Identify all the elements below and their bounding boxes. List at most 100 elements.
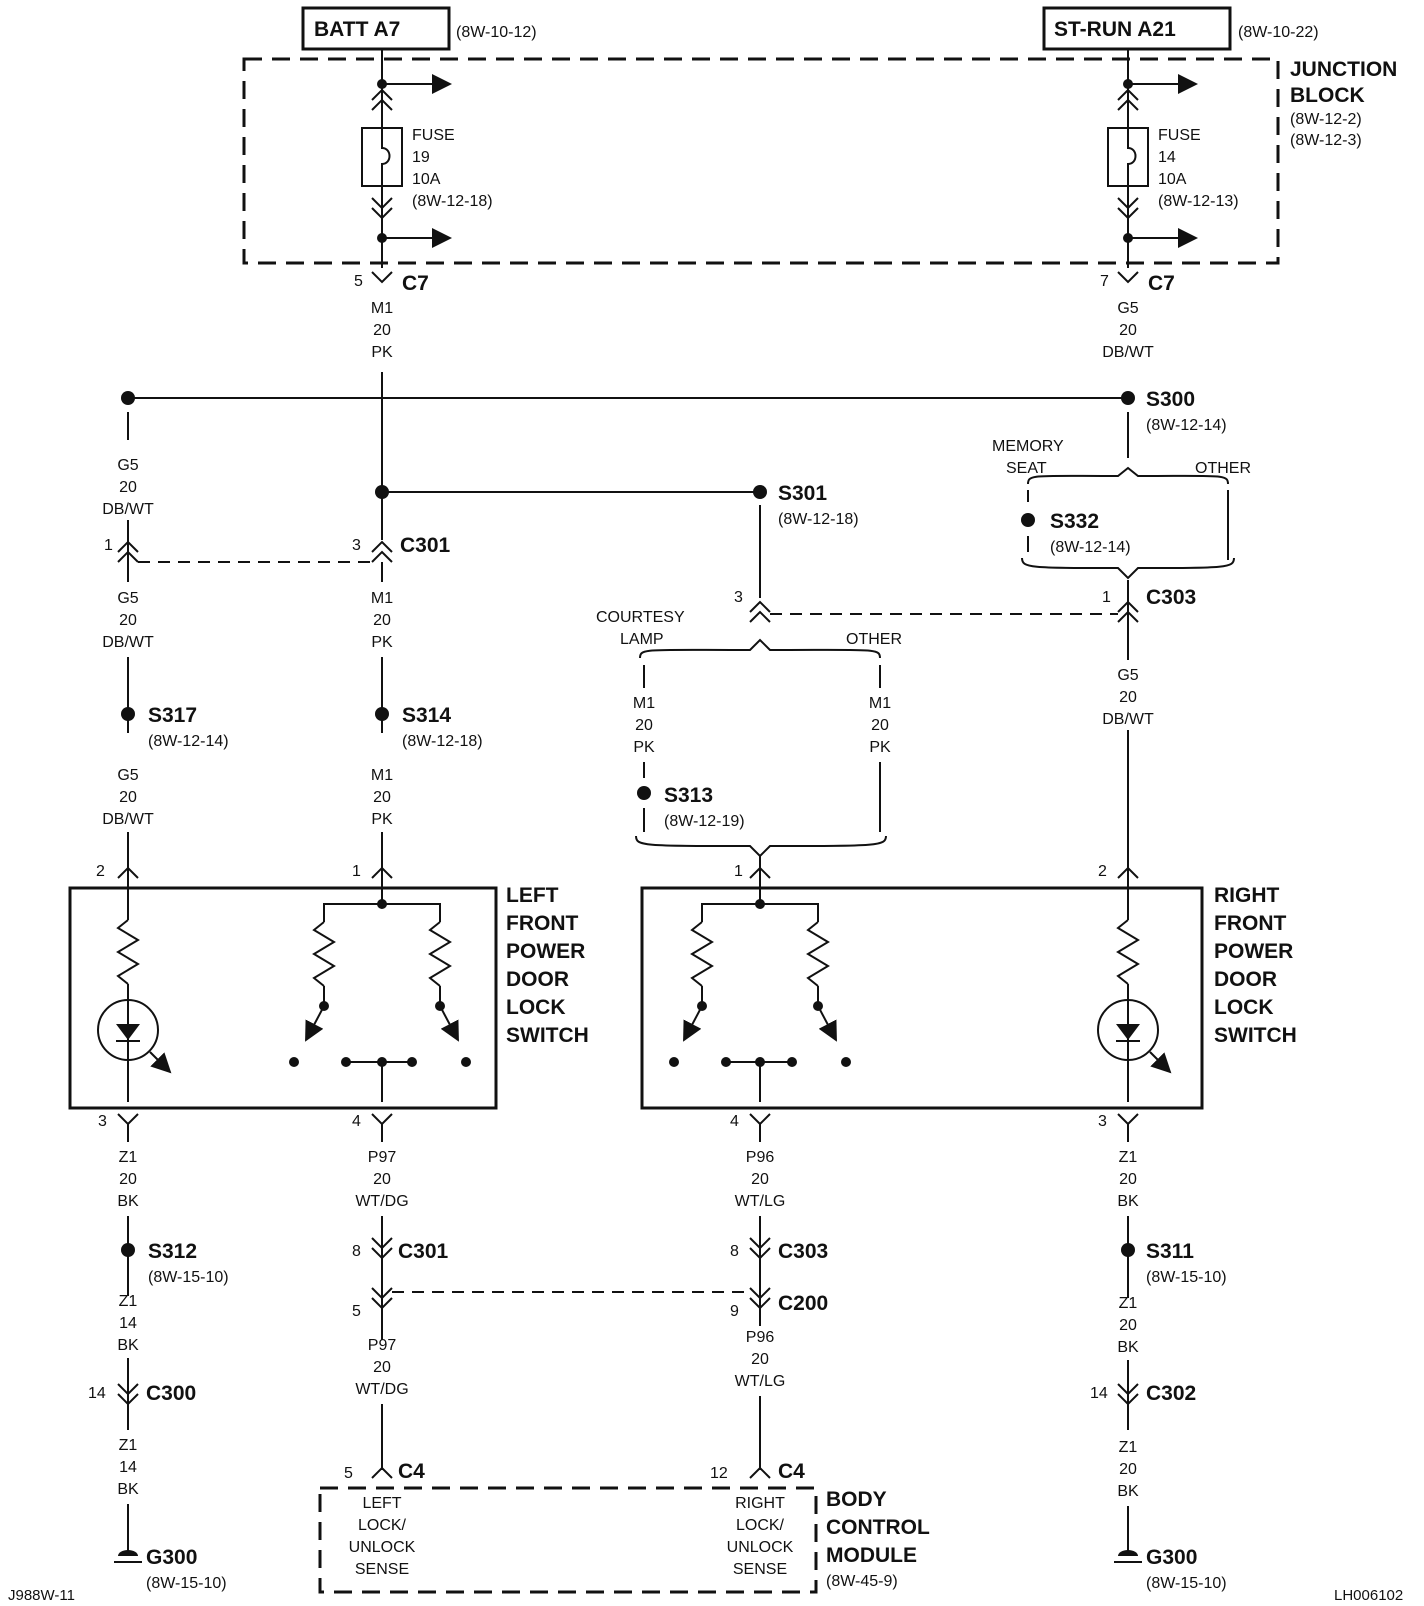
svg-text:POWER: POWER xyxy=(1214,940,1293,963)
svg-text:20: 20 xyxy=(119,789,137,806)
svg-text:G5: G5 xyxy=(117,590,138,607)
s301-name: S301 xyxy=(778,482,827,505)
svg-text:20: 20 xyxy=(373,1359,391,1376)
s311-name: S311 xyxy=(1146,1240,1194,1263)
s317-name: S317 xyxy=(148,704,197,727)
s313-ref: (8W-12-19) xyxy=(664,813,745,830)
s301-dot xyxy=(753,485,767,499)
svg-text:PK: PK xyxy=(633,739,655,756)
other-right-label: OTHER xyxy=(1195,460,1251,477)
c7-left-name: C7 xyxy=(402,272,429,295)
junction-block-title: JUNCTION xyxy=(1290,58,1397,81)
fuse-19-label: FUSE xyxy=(412,127,455,144)
svg-text:BK: BK xyxy=(117,1193,139,1210)
lf-pin-3: 3 xyxy=(98,1113,107,1130)
svg-text:20: 20 xyxy=(1119,1171,1137,1188)
svg-text:20: 20 xyxy=(119,479,137,496)
svg-text:Z1: Z1 xyxy=(119,1293,138,1310)
s311-dot xyxy=(1121,1243,1135,1257)
memory-seat-label-1: MEMORY xyxy=(992,438,1064,455)
g300-right-name: G300 xyxy=(1146,1546,1197,1569)
left-switch-title: LEFT FRONT POWER DOOR LOCK SWITCH xyxy=(506,884,589,1047)
svg-text:SENSE: SENSE xyxy=(733,1561,787,1578)
svg-text:DOOR: DOOR xyxy=(506,968,569,991)
svg-text:LOCK: LOCK xyxy=(1214,996,1274,1019)
svg-text:CONTROL: CONTROL xyxy=(826,1516,930,1539)
svg-text:P96: P96 xyxy=(746,1329,775,1346)
c302-name: C302 xyxy=(1146,1382,1196,1405)
junction-block-ref-1: (8W-12-2) xyxy=(1290,111,1362,128)
fuse-19-rating: 10A xyxy=(412,171,441,188)
g300-right-ref: (8W-15-10) xyxy=(1146,1575,1227,1592)
c7-right-name: C7 xyxy=(1148,272,1175,295)
svg-text:FRONT: FRONT xyxy=(1214,912,1286,935)
c303-pin-3: 3 xyxy=(734,589,743,606)
svg-text:UNLOCK: UNLOCK xyxy=(727,1539,794,1556)
s312-dot xyxy=(121,1243,135,1257)
svg-text:BK: BK xyxy=(1117,1339,1139,1356)
svg-text:20: 20 xyxy=(635,717,653,734)
c301-bot-pin: 8 xyxy=(352,1243,361,1260)
footer-left-code: J988W-11 xyxy=(8,1587,75,1604)
svg-text:BK: BK xyxy=(117,1337,139,1354)
svg-text:DB/WT: DB/WT xyxy=(102,634,154,651)
svg-text:WT/LG: WT/LG xyxy=(735,1193,786,1210)
memory-seat-label-2: SEAT xyxy=(1006,460,1047,477)
wire-z1-left-b: Z1 14 BK xyxy=(117,1293,139,1354)
svg-text:WT/DG: WT/DG xyxy=(355,1381,408,1398)
st-run-label: ST-RUN A21 xyxy=(1054,18,1176,41)
fuse-14: FUSE 14 10A (8W-12-13) xyxy=(1107,49,1239,268)
wire-p96-b: P96 20 WT/LG xyxy=(735,1329,786,1390)
batt-a7-label: BATT A7 xyxy=(314,18,400,41)
wire-z1-left-a: Z1 20 BK xyxy=(117,1149,139,1210)
svg-text:PK: PK xyxy=(371,634,393,651)
ground-right-icon xyxy=(1114,1550,1142,1563)
c4-left-pin: 5 xyxy=(344,1465,353,1482)
svg-text:LOCK: LOCK xyxy=(506,996,566,1019)
svg-text:DB/WT: DB/WT xyxy=(1102,344,1154,361)
wire-g5-top: G5 20 DB/WT xyxy=(1102,300,1154,361)
wire-g5-right: G5 20 DB/WT xyxy=(1102,667,1154,728)
rf-pin-1: 1 xyxy=(734,863,743,880)
s313-name: S313 xyxy=(664,784,713,807)
footer-right-code: LH006102 xyxy=(1334,1587,1403,1604)
ground-left-icon xyxy=(114,1550,142,1563)
lf-pin-1: 1 xyxy=(352,863,361,880)
svg-text:20: 20 xyxy=(1119,1461,1137,1478)
svg-text:PK: PK xyxy=(371,344,393,361)
g300-left-ref: (8W-15-10) xyxy=(146,1575,227,1592)
svg-text:UNLOCK: UNLOCK xyxy=(349,1539,416,1556)
bcm-title: BODY CONTROL MODULE (8W-45-9) xyxy=(826,1488,930,1590)
svg-text:SENSE: SENSE xyxy=(355,1561,409,1578)
junction-block-outline xyxy=(242,57,1280,265)
g300-left-name: G300 xyxy=(146,1546,197,1569)
fuse-14-number: 14 xyxy=(1158,149,1176,166)
c200-pin: 9 xyxy=(730,1303,739,1320)
svg-text:20: 20 xyxy=(1119,689,1137,706)
svg-text:P97: P97 xyxy=(368,1149,397,1166)
rf-pin-2: 2 xyxy=(1098,863,1107,880)
right-front-power-door-lock-switch xyxy=(640,886,1204,1110)
svg-text:G5: G5 xyxy=(117,767,138,784)
wire-g5-left-b: G5 20 DB/WT xyxy=(102,590,154,651)
svg-text:DOOR: DOOR xyxy=(1214,968,1277,991)
svg-text:P97: P97 xyxy=(368,1337,397,1354)
svg-text:14: 14 xyxy=(119,1459,137,1476)
svg-text:WT/DG: WT/DG xyxy=(355,1193,408,1210)
c7-left-pin: 5 xyxy=(354,273,363,290)
c303-bot-name: C303 xyxy=(778,1240,828,1263)
c303-pin-1: 1 xyxy=(1102,589,1111,606)
svg-text:LOCK/: LOCK/ xyxy=(736,1517,785,1534)
s332-dot xyxy=(1021,513,1035,527)
s312-name: S312 xyxy=(148,1240,197,1263)
s300-dot xyxy=(1121,391,1135,405)
other-mid-label: OTHER xyxy=(846,631,902,648)
bcm-left-sense: LEFT LOCK/ UNLOCK SENSE xyxy=(349,1495,416,1578)
c300-name: C300 xyxy=(146,1382,196,1405)
s332-name: S332 xyxy=(1050,510,1099,533)
svg-text:BK: BK xyxy=(1117,1193,1139,1210)
svg-text:PK: PK xyxy=(869,739,891,756)
svg-text:(8W-45-9): (8W-45-9) xyxy=(826,1573,898,1590)
c7-right-pin: 7 xyxy=(1100,273,1109,290)
svg-text:G5: G5 xyxy=(1117,300,1138,317)
